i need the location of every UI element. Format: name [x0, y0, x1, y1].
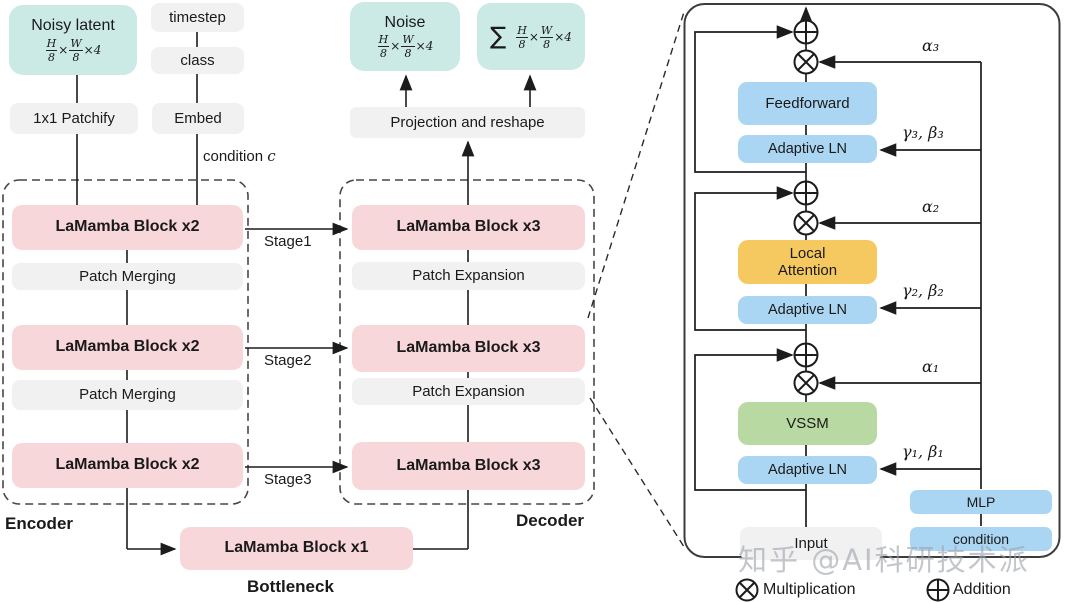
embed-box: Embed [152, 103, 244, 134]
adaptive-ln-1-box: Adaptive LN [738, 456, 877, 484]
addition-node-middle [793, 180, 819, 206]
encoder-block-2: LaMamba Block x2 [12, 325, 243, 370]
vssm-box: VSSM [738, 402, 877, 445]
legend-multiplication: Multiplication [763, 581, 856, 598]
addition-legend-icon [926, 578, 950, 602]
timestep-box: timestep [151, 3, 244, 32]
encoder-block-1: LaMamba Block x2 [12, 205, 243, 250]
noise-title: Noise [384, 13, 426, 31]
gamma-beta3-label: γ₃, β₃ [902, 123, 944, 142]
zoom-callout-lines [587, 11, 687, 551]
patch-expansion-2: Patch Expansion [352, 378, 585, 405]
multiplication-node-bottom [793, 370, 819, 396]
patch-merging-1: Patch Merging [12, 263, 243, 290]
decoder-block-3: LaMamba Block x3 [352, 442, 585, 490]
alpha3-label: α₃ [922, 36, 940, 55]
adaptive-ln-3-box: Adaptive LN [738, 135, 877, 163]
decoder-block-2: LaMamba Block x3 [352, 325, 585, 372]
projection-reshape-label: Projection and reshape [390, 113, 545, 131]
patch-merging-2: Patch Merging [12, 380, 243, 410]
decoder-block-1: LaMamba Block x3 [352, 205, 585, 250]
stage2-label: Stage2 [264, 352, 312, 369]
condition-variable: c [267, 147, 276, 165]
legend-addition: Addition [953, 581, 1011, 598]
multiplication-legend-icon [735, 578, 759, 602]
gamma-beta2-label: γ₂, β₂ [902, 281, 944, 300]
bottleneck-label: Bottleneck [247, 577, 334, 596]
encoder-label: Encoder [5, 514, 74, 533]
watermark: 知乎 @AI科研技术派 [738, 543, 1030, 577]
feedforward-box: Feedforward [738, 82, 877, 125]
alpha2-label: α₂ [922, 197, 940, 216]
encoder-block-3: LaMamba Block x2 [12, 443, 243, 488]
bottleneck-block: LaMamba Block x1 [180, 527, 413, 570]
stage3-label: Stage3 [264, 471, 312, 488]
sigma-symbol: ∑ [490, 21, 507, 50]
noisy-latent-title: Noisy latent [31, 17, 115, 35]
multiplication-node-middle [793, 210, 819, 236]
patch-expansion-1: Patch Expansion [352, 262, 585, 290]
addition-node-top [793, 19, 819, 45]
class-label: class [180, 51, 215, 69]
multiplication-node-top [793, 49, 819, 75]
embed-label: Embed [174, 109, 222, 127]
condition-annotation: condition c [203, 147, 276, 165]
patchify-box: 1x1 Patchify [10, 103, 138, 134]
mlp-box: MLP [910, 490, 1052, 514]
timestep-label: timestep [169, 8, 226, 26]
patchify-label: 1x1 Patchify [33, 109, 115, 127]
addition-node-bottom [793, 342, 819, 368]
alpha1-label: α₁ [922, 357, 940, 376]
local-attention-box: Local Attention [738, 240, 877, 284]
decoder-label: Decoder [516, 511, 585, 530]
class-box: class [151, 47, 244, 74]
adaptive-ln-2-box: Adaptive LN [738, 296, 877, 324]
projection-reshape-box: Projection and reshape [350, 107, 585, 138]
gamma-beta1-label: γ₁, β₁ [902, 442, 944, 461]
stage1-label: Stage1 [264, 233, 312, 250]
